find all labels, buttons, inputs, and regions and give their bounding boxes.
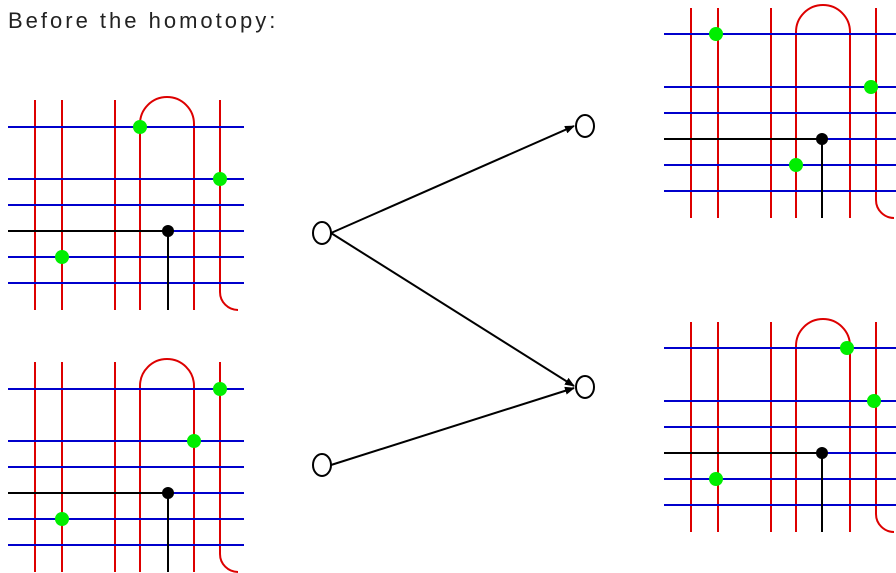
red-arc-bottom [875,513,895,533]
green-marker [840,341,854,355]
green-marker [867,394,881,408]
red-arc-bottom [219,291,239,311]
green-marker [789,158,803,172]
graph-edge [330,386,575,466]
graph-node [312,453,332,477]
green-marker [213,382,227,396]
green-marker [213,172,227,186]
green-marker [709,472,723,486]
green-marker [709,27,723,41]
green-marker [55,512,69,526]
red-arc-top [139,358,195,387]
grid-diagram-right-bottom [664,318,896,533]
graph-edge [330,232,575,387]
black-node [816,133,828,145]
red-arc-top [139,96,195,125]
green-marker [55,250,69,264]
black-node [162,225,174,237]
graph-node [575,375,595,399]
black-node [816,447,828,459]
grid-diagram-right-top [664,4,896,219]
red-arc-bottom [875,199,895,219]
page-title: Before the homotopy: [8,8,279,33]
red-arc-bottom [219,553,239,573]
graph-node [575,114,595,138]
green-marker [864,80,878,94]
red-arc-top [795,4,851,33]
grid-diagram-left-top [8,96,244,311]
green-marker [133,120,147,134]
state-graph [312,114,595,477]
graph-edge [330,125,575,234]
black-node [162,487,174,499]
green-marker [187,434,201,448]
grid-diagram-left-bottom [8,358,244,573]
red-arc-top [795,318,851,347]
graph-node [312,221,332,245]
